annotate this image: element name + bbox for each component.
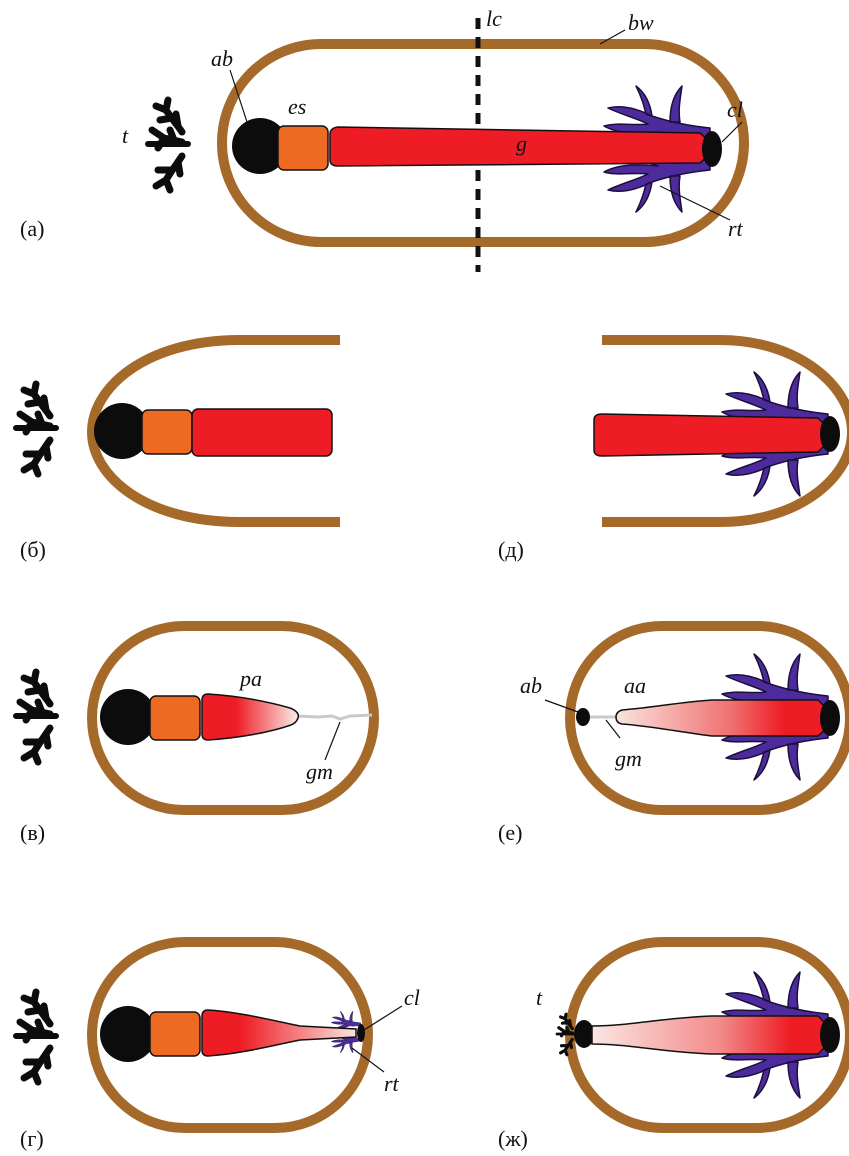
esophagus <box>278 126 328 170</box>
esophagus <box>142 410 192 454</box>
label-ab: ab <box>520 673 542 698</box>
panel-label-e: (е) <box>498 820 522 845</box>
gut <box>594 414 826 456</box>
aquapharyngeal-bulb <box>576 708 590 726</box>
cloaca <box>820 1017 840 1053</box>
posterior-gut-primordium <box>202 694 298 740</box>
label-t: t <box>536 985 543 1010</box>
esophagus <box>150 696 200 740</box>
label-es: es <box>288 94 306 119</box>
tentacles-icon <box>16 992 56 1082</box>
label-t: t <box>122 123 129 148</box>
panel-zh: t (ж) <box>498 942 849 1151</box>
regenerated-gut <box>592 1016 826 1054</box>
aquapharyngeal-bulb <box>100 1006 156 1062</box>
label-ab: ab <box>211 46 233 71</box>
panel-g: cl rt (г) <box>16 942 420 1151</box>
panel-label-b: (б) <box>20 537 46 562</box>
panel-a: t ab es g lc bw cl rt (а) <box>20 6 744 272</box>
label-rt: rt <box>728 216 744 241</box>
gut-mesentery <box>296 715 372 719</box>
aquapharyngeal-bulb <box>100 689 156 745</box>
label-pa: pa <box>238 666 262 691</box>
panel-e: ab aa gm (е) <box>498 626 849 845</box>
panel-label-a: (а) <box>20 216 44 241</box>
label-lc: lc <box>486 6 502 31</box>
cloaca <box>820 416 840 452</box>
anterior-gut-primordium <box>616 700 826 736</box>
panel-label-d: (д) <box>498 537 524 562</box>
label-bw: bw <box>628 10 654 35</box>
label-rt: rt <box>384 1071 400 1096</box>
label-gm: gm <box>306 759 333 784</box>
cloaca <box>357 1024 365 1042</box>
leader-gm <box>325 722 340 760</box>
label-g: g <box>516 131 527 156</box>
label-cl: cl <box>404 985 420 1010</box>
aquapharyngeal-bulb <box>574 1020 594 1048</box>
label-cl: cl <box>727 97 743 122</box>
panel-v: pa gm (в) <box>16 626 374 845</box>
label-aa: aa <box>624 673 646 698</box>
panel-label-g: (г) <box>20 1126 44 1151</box>
esophagus <box>150 1012 200 1056</box>
panel-b: (б) <box>16 340 340 562</box>
panel-d: (д) <box>498 340 849 562</box>
tentacles-icon <box>16 384 56 474</box>
cloaca <box>820 700 840 736</box>
label-gm: gm <box>615 746 642 771</box>
gut <box>202 1010 356 1056</box>
tentacles-icon <box>148 100 188 190</box>
tentacles-icon <box>16 672 56 762</box>
panel-label-v: (в) <box>20 820 45 845</box>
panel-label-zh: (ж) <box>498 1126 528 1151</box>
cloaca <box>702 131 722 167</box>
gut <box>192 409 332 456</box>
